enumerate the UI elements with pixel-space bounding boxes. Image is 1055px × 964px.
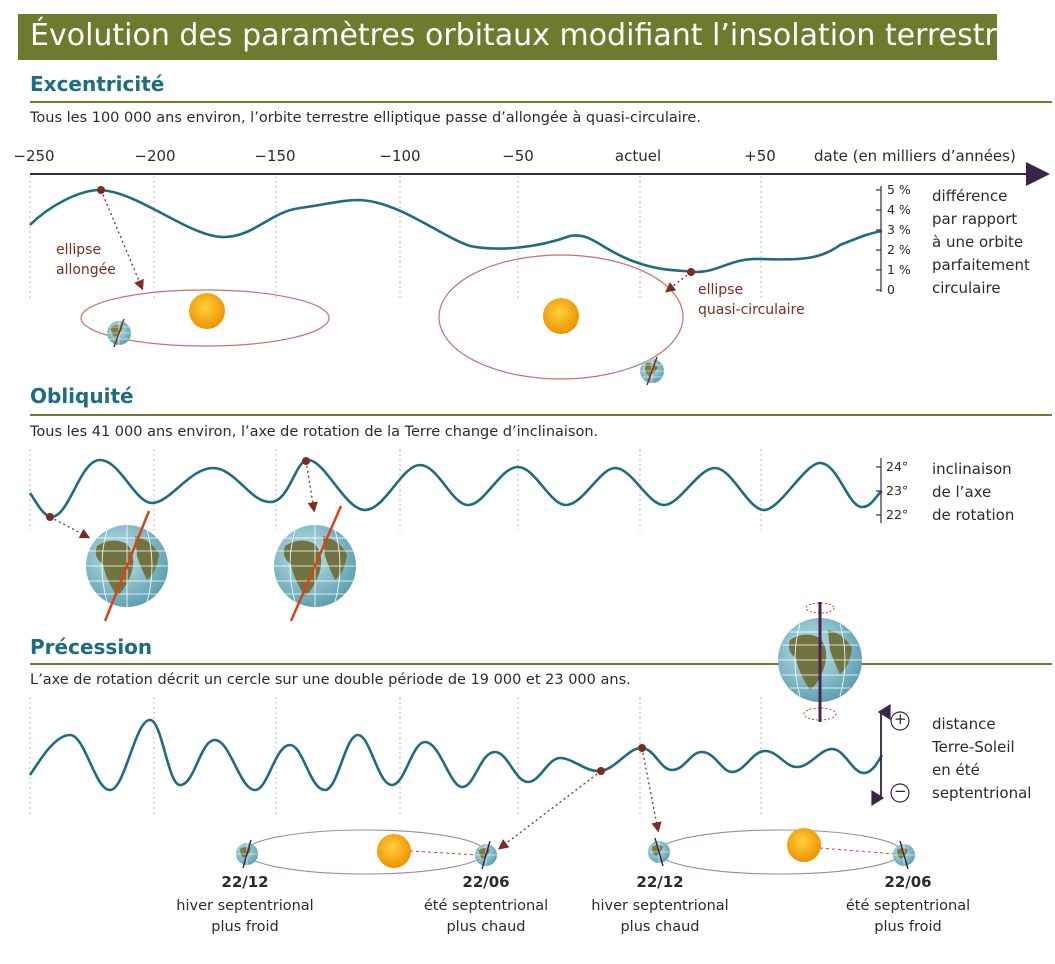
section-desc-precession: L’axe de rotation décrit un cercle sur u…: [30, 672, 631, 688]
earth-icon: [274, 505, 356, 622]
scale-label: 1 %: [887, 262, 911, 277]
axis-tick: −200: [134, 147, 176, 165]
eccentricity-scale: [876, 186, 882, 292]
section-desc-excentricite: Tous les 100 000 ans environ, l’orbite t…: [30, 110, 701, 126]
axis-tick: −150: [254, 147, 296, 165]
scale-label: 23°: [886, 483, 909, 498]
orbit-circular: [438, 254, 684, 380]
scale-label: 4 %: [887, 202, 911, 217]
scale-label: 2 %: [887, 242, 911, 257]
title-banner: Évolution des paramètres orbitaux modifi…: [18, 14, 1015, 60]
annotation-ellipse-quasi: ellipse quasi-circulaire: [698, 282, 805, 318]
axis-tick: +50: [744, 147, 776, 165]
annotation-ellipse-allongee: ellipse allongée: [56, 242, 116, 278]
orbit-1: [244, 829, 486, 875]
side-label-obliquite: inclinaison de l’axe de rotation: [932, 460, 1015, 524]
section-title-obliquite: Obliquité: [30, 384, 134, 408]
obliquity-scale: [876, 458, 882, 523]
date-winter-2: 22/12: [636, 873, 684, 891]
axis-tick: −100: [379, 147, 421, 165]
note-summer-1: été septentrional plus chaud: [423, 898, 549, 935]
earth-icon: [893, 840, 915, 870]
gridlines: [29, 176, 762, 817]
sun-icon: [189, 293, 225, 329]
earth-icon: [640, 356, 664, 386]
plus-sign: +: [894, 710, 907, 728]
section-rule: [30, 414, 1052, 416]
note-summer-2: été septentrional plus froid: [845, 898, 971, 935]
date-summer-1: 22/06: [462, 873, 510, 891]
scale-label: 24°: [886, 459, 909, 474]
sun-icon: [543, 298, 579, 334]
sun-icon: [377, 834, 411, 868]
section-rule: [30, 101, 1052, 103]
date-summer-2: 22/06: [884, 873, 932, 891]
side-label-excentricite: différence par rapport à une orbite parf…: [932, 187, 1030, 297]
minus-icon: [890, 783, 910, 803]
scale-label: 3 %: [887, 222, 911, 237]
section-title-excentricite: Excentricité: [30, 72, 165, 96]
earth-icon: [648, 837, 670, 867]
note-winter-2: hiver septentrional plus chaud: [591, 898, 729, 935]
axis-tick: −50: [502, 147, 534, 165]
orbit-2: [657, 829, 903, 875]
earth-icon: [86, 510, 168, 622]
precession-earth-icon: [778, 602, 862, 722]
minus-sign: −: [894, 782, 907, 800]
side-label-precession: distance Terre-Soleil en été septentrion…: [932, 715, 1032, 802]
plus-icon: [890, 711, 910, 731]
date-winter-1: 22/12: [221, 873, 269, 891]
earth-icon: [475, 840, 497, 870]
section-rule: [30, 663, 1052, 665]
earth-icon: [236, 839, 258, 869]
page-title: Évolution des paramètres orbitaux modifi…: [30, 18, 1015, 53]
note-winter-1: hiver septentrional plus froid: [176, 898, 314, 935]
axis-label: date (en milliers d’années): [814, 147, 1016, 165]
sun-icon: [787, 828, 821, 862]
section-title-precession: Précession: [30, 635, 153, 659]
scale-label: 5 %: [887, 182, 911, 197]
orbit-elongated: [80, 289, 330, 347]
precession-curve: [28, 718, 884, 792]
eccentricity-curve: [29, 188, 883, 274]
axis-tick: actuel: [614, 147, 662, 165]
section-desc-obliquite: Tous les 41 000 ans environ, l’axe de ro…: [30, 424, 599, 440]
axis-tick: −250: [13, 147, 55, 165]
scale-label: 0: [887, 282, 895, 297]
scale-label: 22°: [886, 507, 909, 522]
obliquity-curve: [28, 458, 883, 519]
earth-icon: [107, 318, 131, 348]
